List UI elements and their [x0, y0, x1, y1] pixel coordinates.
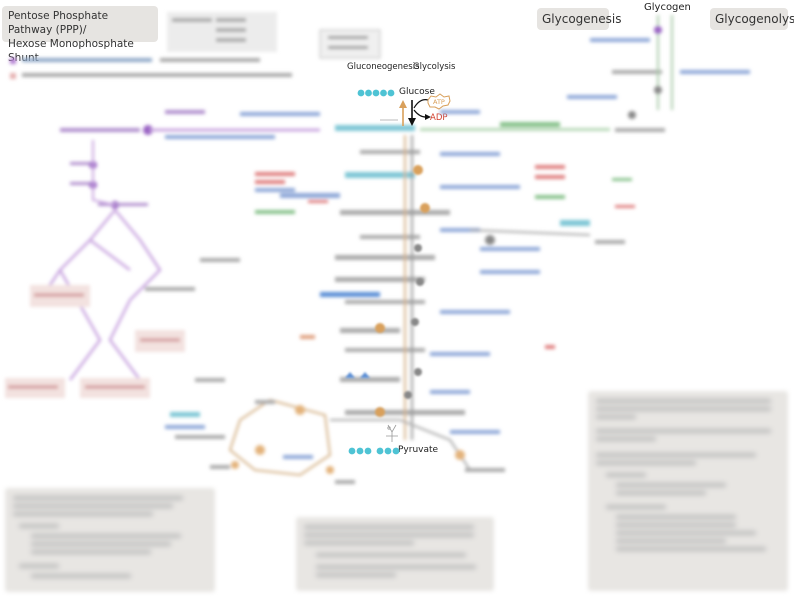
central-reaction-marks	[345, 165, 430, 417]
gluconeogenesis-arrow	[399, 100, 407, 126]
glucose-label: Glucose	[399, 87, 435, 97]
glucose-carbon-dots	[357, 89, 395, 97]
atp-badge: ATP	[427, 93, 451, 110]
glycolysis-arrow	[408, 99, 431, 126]
glycolysis-label: Glycolysis	[413, 62, 456, 72]
blurred-background-content	[5, 12, 750, 484]
title-box: Pentose Phosphate Pathway (PPP)/ Hexose …	[2, 6, 158, 64]
glycogenolysis-label: Glycogenolysis	[710, 8, 794, 30]
pyruvate-carbon-dots	[348, 447, 400, 455]
glycogen-label: Glycogen	[644, 2, 691, 13]
pyruvate-structure-sketch	[386, 424, 398, 442]
atp-label: ATP	[433, 98, 445, 106]
adp-label: ADP	[430, 113, 448, 123]
note-box-bottom-center	[296, 517, 494, 591]
glycogenesis-label: Glycogenesis	[537, 8, 622, 30]
gluconeogenesis-label: Gluconeogenesis	[347, 62, 420, 72]
pyruvate-label: Pyruvate	[398, 445, 439, 455]
title-line-1: Pentose Phosphate Pathway (PPP)/	[8, 10, 109, 36]
note-box-right	[588, 391, 788, 591]
note-box-bottom-left	[5, 488, 215, 592]
